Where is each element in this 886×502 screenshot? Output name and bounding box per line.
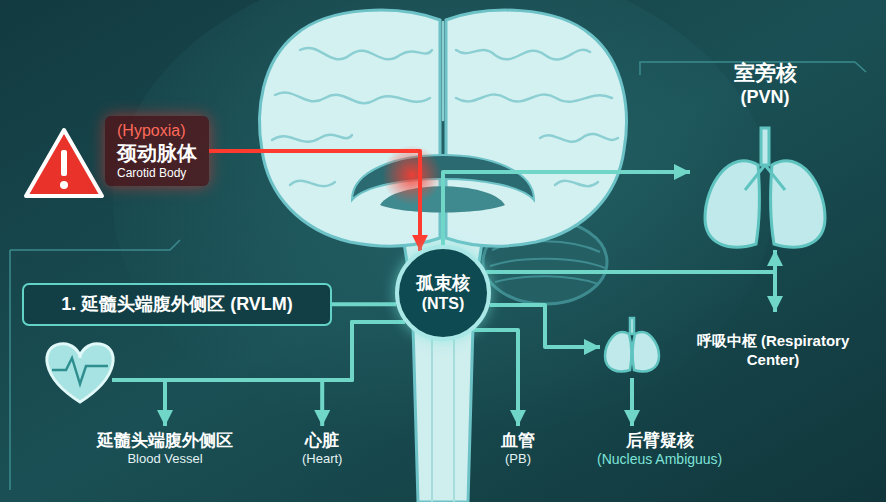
organ-label: 呼吸中枢 (Respiratory Center) bbox=[600, 312, 870, 378]
pathway-arrow bbox=[322, 322, 405, 426]
pathway-arrow bbox=[443, 172, 690, 245]
hypothalamus-glow bbox=[382, 145, 442, 205]
pathway-arrow bbox=[332, 302, 396, 306]
node-title: 孤束核 bbox=[416, 272, 470, 295]
node-title: 呼吸中枢 (Respiratory Center) bbox=[680, 332, 866, 370]
target-label: 后臂疑核(Nucleus Ambiguus) bbox=[597, 426, 722, 469]
node-title: 室旁核 bbox=[690, 60, 840, 86]
target-label: 延髓头端腹外侧区Blood Vessel bbox=[97, 426, 233, 468]
node-subtitle: (PVN) bbox=[690, 86, 840, 109]
nucleus-circle: 孤束核(NTS) bbox=[395, 245, 491, 341]
small-lungs-icon bbox=[605, 318, 659, 371]
organ-label: 室旁核(PVN) bbox=[690, 60, 840, 250]
node-title: (Hypoxia) bbox=[117, 121, 197, 141]
pathway-arrow bbox=[630, 378, 634, 426]
node-subtitle: (NTS) bbox=[422, 294, 465, 314]
pathway-arrow bbox=[474, 330, 518, 426]
alert-box: (Hypoxia)颈动脉体Carotid Body bbox=[105, 116, 209, 186]
node-title: 后臂疑核 bbox=[597, 430, 722, 451]
target-label: 心脏(Heart) bbox=[302, 426, 342, 468]
node-title: 心脏 bbox=[302, 430, 342, 451]
pathway-arrow bbox=[490, 305, 601, 347]
node-subtitle: 颈动脉体 bbox=[117, 141, 197, 166]
cerebellum-folds bbox=[490, 241, 605, 284]
signal-arrow bbox=[209, 151, 420, 251]
node-subtitle: (PB) bbox=[501, 451, 535, 467]
node-subtitle: Blood Vessel bbox=[97, 451, 233, 467]
warning-dot bbox=[60, 181, 68, 189]
node-title: 延髓头端腹外侧区 bbox=[97, 430, 233, 451]
node-subtitle: Carotid Body bbox=[117, 166, 197, 181]
node-title: 血管 bbox=[501, 430, 535, 451]
warning-mark bbox=[61, 150, 67, 176]
lungs-icon bbox=[705, 128, 825, 247]
node-subtitle: (Nucleus Ambiguus) bbox=[597, 451, 722, 469]
node-subtitle: (Heart) bbox=[302, 451, 342, 467]
process-box: 1. 延髓头端腹外侧区 (RVLM) bbox=[22, 283, 332, 326]
heart-icon bbox=[47, 344, 113, 402]
pathway-arrow bbox=[165, 322, 405, 426]
warning-icon bbox=[26, 130, 102, 196]
node-title: 1. 延髓头端腹外侧区 (RVLM) bbox=[38, 293, 316, 316]
heart-link bbox=[112, 378, 165, 382]
target-label: 血管(PB) bbox=[501, 426, 535, 468]
ecg-line bbox=[52, 358, 108, 384]
pathway-arrow bbox=[486, 250, 775, 272]
